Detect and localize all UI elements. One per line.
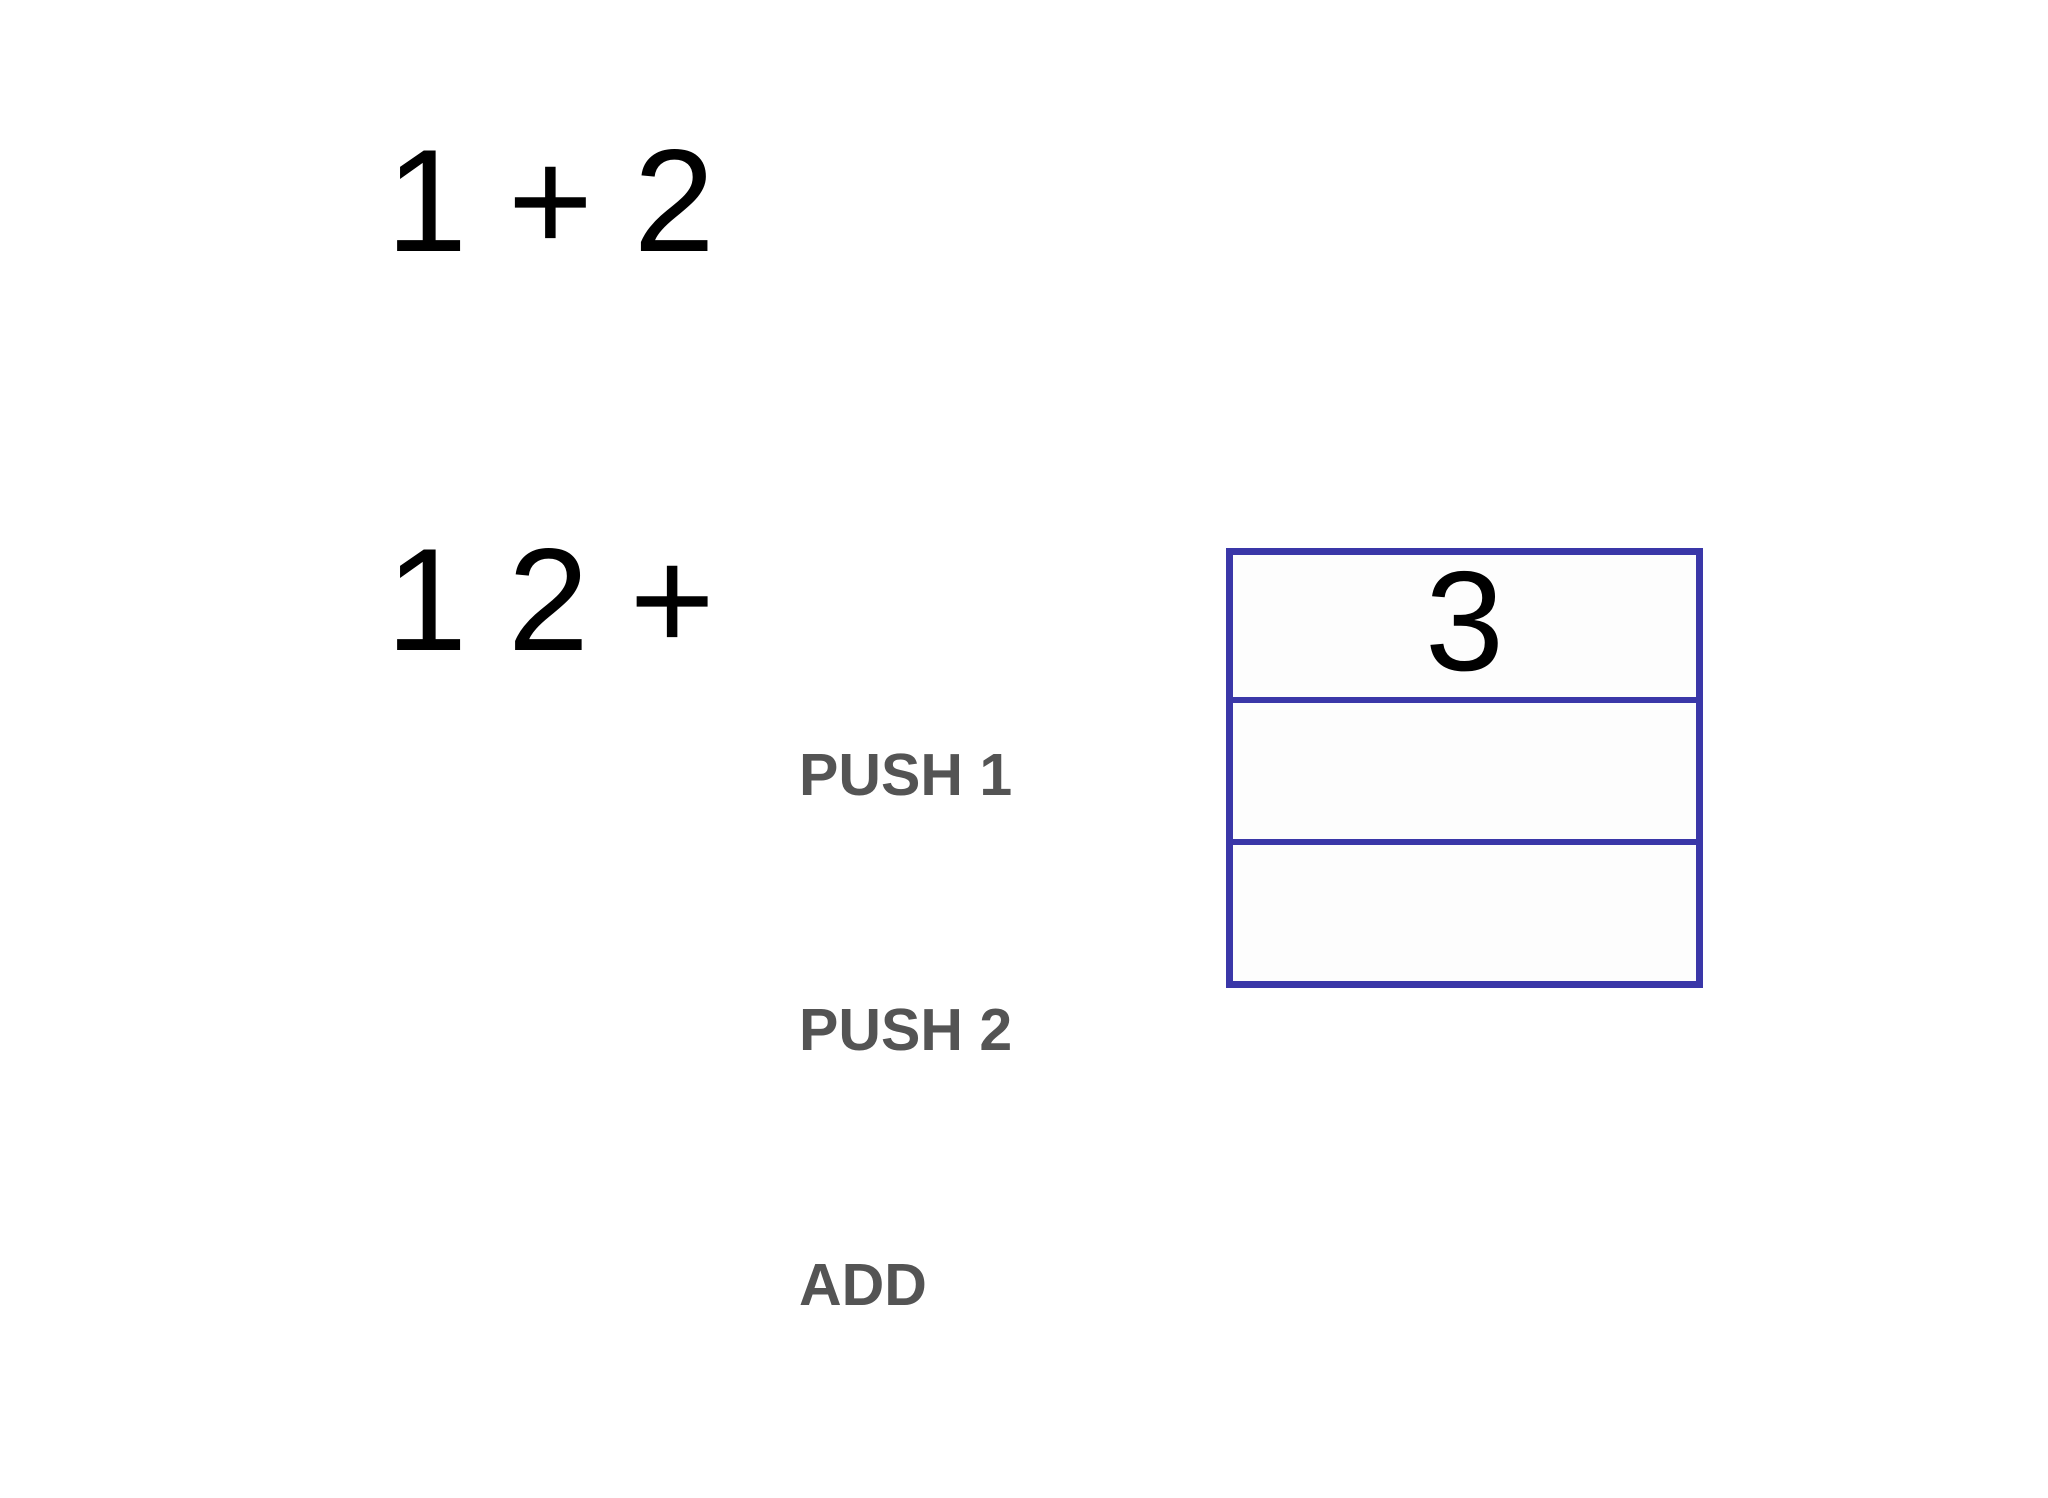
bytecode-line-add: ADD	[799, 1252, 927, 1318]
postfix-expression: 1 2 +	[386, 518, 715, 681]
bytecode-listing: PUSH 1 PUSH 2 ADD	[799, 563, 1012, 1498]
stack-cell-bottom	[1233, 839, 1696, 981]
infix-expression: 1 + 2	[386, 119, 715, 282]
bytecode-line-push-1: PUSH 1	[799, 742, 1013, 808]
stack-cell-middle	[1233, 697, 1696, 839]
diagram-canvas: 1 + 2 1 2 + PUSH 1 PUSH 2 ADD 3	[386, 119, 1703, 1318]
stack-cell-top-value: 3	[1425, 542, 1504, 701]
bytecode-line-push-2: PUSH 2	[799, 997, 1013, 1063]
stack-cell-top: 3	[1233, 551, 1696, 697]
stack-diagram: 3	[1226, 548, 1703, 988]
